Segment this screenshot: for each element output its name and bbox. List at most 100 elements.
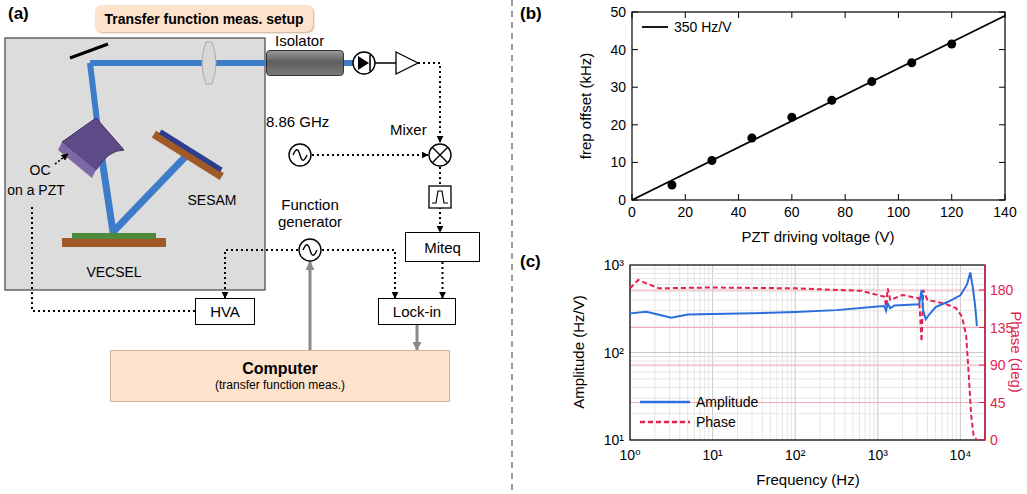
tick [951, 12, 952, 18]
isolator: Isolator [266, 50, 344, 76]
tick [1005, 194, 1006, 200]
node-label: Function generator [268, 196, 352, 230]
circle-symbol [298, 238, 322, 262]
data-point [707, 156, 716, 165]
tick [979, 402, 985, 403]
tick [979, 365, 985, 366]
tick [632, 12, 633, 18]
tick [999, 162, 1005, 163]
grid-line [630, 284, 985, 285]
control-arrow [309, 262, 312, 350]
tick [979, 327, 985, 328]
tick-label: 40 [731, 204, 747, 220]
node-text: (transfer function meas.) [215, 378, 345, 392]
tick-label: 40 [610, 42, 626, 58]
tick [738, 12, 739, 18]
part-label: SESAM [187, 192, 236, 208]
grid-line [630, 326, 985, 327]
axis-label: Frequency (Hz) [756, 471, 859, 488]
data-point [827, 96, 836, 105]
legend-sample-line [640, 421, 690, 424]
legend-sample-line [640, 401, 690, 404]
grid-line [630, 356, 985, 357]
linear-plot [632, 12, 1005, 200]
tick [791, 194, 792, 200]
data-point [667, 180, 676, 189]
legend-text: Amplitude [696, 394, 758, 410]
node-label: Isolator [275, 32, 324, 49]
bandpass-filter-symbol [429, 186, 451, 208]
phase-grid-line [630, 290, 985, 291]
tick-label: 60 [784, 204, 800, 220]
part-label: VECSEL [86, 264, 141, 280]
tick [1005, 12, 1006, 18]
tick [999, 87, 1005, 88]
tick [898, 194, 899, 200]
process-box: HVA [195, 298, 255, 325]
grid-line [630, 366, 985, 367]
tick-label: 10¹ [702, 447, 722, 463]
tick [685, 194, 686, 200]
tick-label: 100 [887, 204, 910, 220]
tick [632, 87, 638, 88]
tick-label: 10² [785, 447, 805, 463]
tick [999, 49, 1005, 50]
amplifier-symbol [396, 52, 418, 74]
tick-label: 20 [677, 204, 693, 220]
title-box: Transfer function meas. setup [95, 5, 313, 32]
function-generator: Function generator [298, 238, 322, 262]
axis-label: PZT driving voltage (V) [741, 228, 894, 245]
output-coupler [62, 118, 124, 170]
vecsel-chip [72, 233, 156, 239]
tick-label: 90 [990, 357, 1006, 373]
axis-label: frep offset (kHz) [577, 53, 594, 159]
amplifier-box: Miteq [405, 232, 480, 262]
part-label: on a PZT [7, 182, 65, 198]
tick [979, 290, 985, 291]
panel-label: (a) [8, 4, 29, 24]
tick [999, 124, 1005, 125]
fit-line [632, 16, 1005, 200]
computer-box: Computer(transfer function meas.) [110, 350, 450, 402]
tick-label: 30 [610, 79, 626, 95]
pzt-drive-wire [32, 204, 195, 311]
tick-label: 10³ [604, 257, 624, 273]
phase-grid-line [630, 365, 985, 366]
node-label: Mixer [390, 121, 427, 138]
node-text: Transfer function meas. setup [104, 11, 303, 27]
legend-text: 350 Hz/V [674, 19, 732, 35]
data-point [907, 58, 916, 67]
tick [845, 194, 846, 200]
mixer: Mixer [428, 143, 452, 167]
amplitude-curve [630, 273, 977, 327]
signal-wire [375, 62, 396, 64]
legend-sample-line [642, 26, 668, 28]
tick [685, 12, 686, 18]
signal-connector [442, 262, 444, 298]
axis-label: Amplitude (Hz/V) [570, 295, 587, 408]
lens [202, 42, 216, 84]
tick [632, 12, 638, 13]
tick [791, 12, 792, 18]
tick [632, 124, 638, 125]
data-point [867, 77, 876, 86]
tick-label: 50 [610, 4, 626, 20]
grid-line [630, 269, 985, 270]
bode-plot [630, 265, 985, 440]
phase-grid-line [630, 402, 985, 403]
node-label: 8.86 GHz [266, 113, 329, 130]
tick-label: 20 [610, 117, 626, 133]
grid-line [630, 378, 985, 379]
grid-line [630, 371, 985, 372]
grid-line [630, 413, 985, 414]
grid-line [630, 352, 985, 353]
tick [898, 12, 899, 18]
panel-label: (b) [520, 4, 542, 24]
node-text: HVA [210, 303, 240, 320]
tick-label: 45 [990, 395, 1006, 411]
leader-line [55, 154, 68, 164]
tick [979, 440, 985, 441]
